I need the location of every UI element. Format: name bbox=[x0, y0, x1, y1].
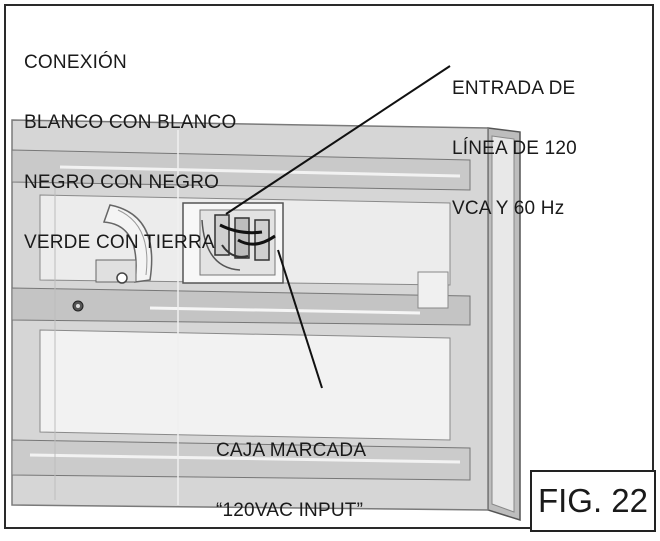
box-label: CAJA MARCADA “120VAC INPUT” bbox=[216, 401, 366, 541]
lower-opening bbox=[39, 329, 451, 441]
line-input-label-line-1: ENTRADA DE bbox=[452, 78, 576, 99]
terminal-1 bbox=[214, 214, 230, 256]
connection-label-line-3: NEGRO CON NEGRO bbox=[24, 172, 220, 193]
leader-entrada bbox=[225, 65, 451, 215]
connection-label-line-4: VERDE CON TIERRA bbox=[24, 232, 215, 253]
connection-label-line-1: CONEXIÓN bbox=[24, 52, 127, 73]
connection-label-line-2: BLANCO CON BLANCO bbox=[24, 112, 237, 133]
middle-crossbar bbox=[11, 287, 471, 326]
leader-caja bbox=[277, 249, 323, 389]
line-input-label-line-2: LÍNEA DE 120 bbox=[452, 138, 577, 159]
line-input-label-line-3: VCA Y 60 Hz bbox=[452, 198, 565, 219]
bottom-rail bbox=[11, 439, 471, 481]
line-input-label: ENTRADA DE LÍNEA DE 120 VCA Y 60 Hz bbox=[452, 39, 577, 239]
motor-arc bbox=[102, 204, 153, 283]
box-label-line-1: CAJA MARCADA bbox=[216, 440, 367, 461]
terminal-2 bbox=[234, 217, 250, 259]
box-label-line-2: “120VAC INPUT” bbox=[216, 500, 364, 521]
side-panel-inner bbox=[491, 135, 515, 513]
figure-number: FIG. 22 bbox=[530, 470, 656, 532]
connection-label: CONEXIÓN BLANCO CON BLANCO NEGRO CON NEG… bbox=[24, 13, 236, 273]
